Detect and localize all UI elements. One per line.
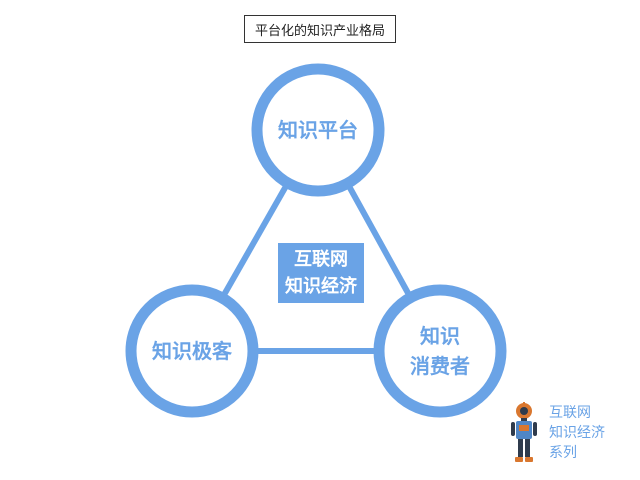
robot-mascot-icon: [511, 402, 537, 462]
node-label-left: 知识极客: [132, 321, 252, 381]
node-label-right: 知识 消费者: [380, 316, 500, 386]
diagram-title: 平台化的知识产业格局: [244, 15, 396, 43]
node-right-line-1: 知识: [420, 324, 460, 348]
series-line-1: 互联网: [549, 405, 591, 421]
center-line-1: 互联网: [294, 249, 348, 270]
node-right-line-2: 消费者: [410, 354, 470, 378]
node-circle-right: [373, 284, 507, 418]
center-box: 互联网 知识经济: [278, 243, 364, 303]
center-line-2: 知识经济: [285, 276, 357, 297]
series-line-3: 系列: [549, 445, 577, 461]
series-label: 互联网 知识经济 系列: [549, 403, 605, 463]
node-top-line-1: 知识平台: [278, 118, 358, 142]
series-line-2: 知识经济: [549, 425, 605, 441]
node-circle-top: [251, 63, 385, 197]
node-circle-left: [125, 284, 259, 418]
node-left-line-1: 知识极客: [152, 339, 232, 363]
node-label-top: 知识平台: [258, 100, 378, 160]
